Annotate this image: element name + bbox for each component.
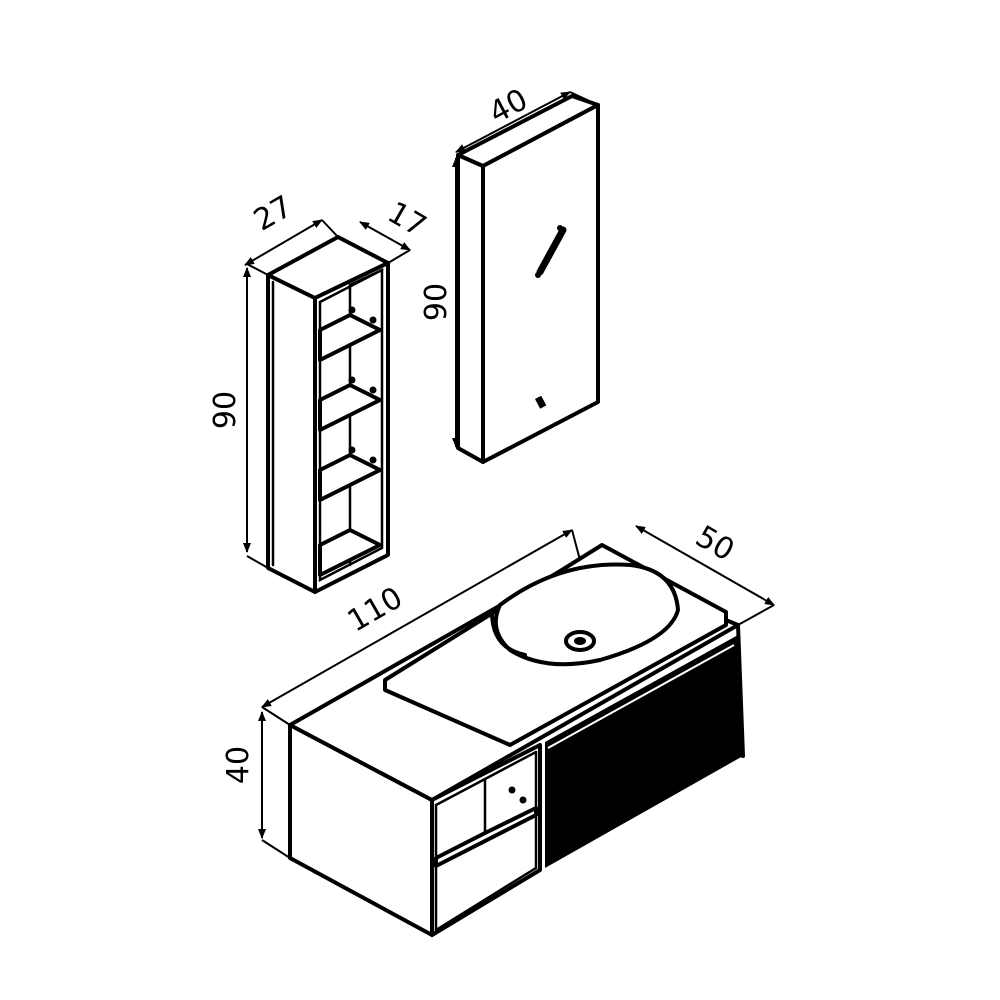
- mirror-height-label: 90: [419, 283, 454, 321]
- vanity-unit: [258, 525, 775, 937]
- shelf-height-label: 90: [208, 391, 243, 429]
- vanity-width-label: 110: [342, 580, 409, 639]
- tall-shelf-unit: [243, 219, 411, 594]
- vanity-height-label: 40: [221, 746, 256, 784]
- mirror-cabinet: [452, 91, 600, 464]
- shelf-depth-label: 17: [381, 195, 432, 244]
- shelf-width-label: 27: [248, 189, 299, 238]
